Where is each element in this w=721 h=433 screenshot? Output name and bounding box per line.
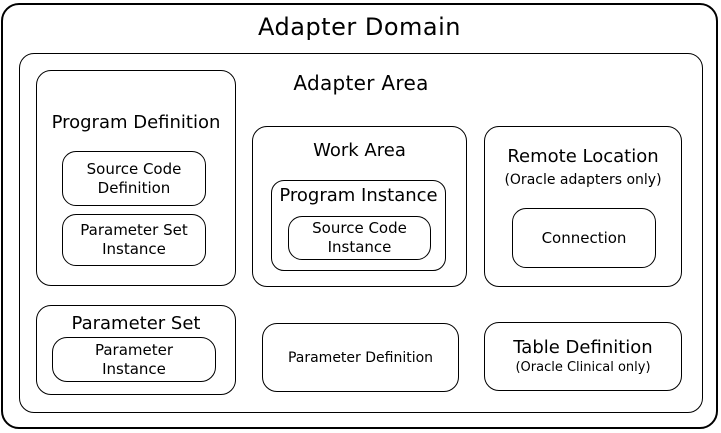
- program-instance-box: Program Instance Source Code Instance: [271, 180, 446, 271]
- source-code-instance-label-line1: Source Code: [312, 219, 407, 237]
- source-code-instance-box: Source Code Instance: [288, 216, 431, 260]
- program-instance-title: Program Instance: [279, 185, 438, 206]
- connection-box: Connection: [512, 208, 656, 268]
- parameter-definition-label: Parameter Definition: [287, 349, 434, 366]
- adapter-area-title: Adapter Area: [293, 71, 429, 95]
- remote-location-title: Remote Location: [507, 146, 659, 167]
- source-code-definition-box: Source Code Definition: [62, 151, 206, 206]
- remote-location-subtitle: (Oracle adapters only): [504, 172, 662, 188]
- program-definition-title: Program Definition: [51, 112, 221, 133]
- parameter-set-instance-label-line2: Instance: [102, 240, 166, 258]
- source-code-instance-label-line2: Instance: [327, 238, 392, 256]
- adapter-area-box: Adapter Area Program Definition Source C…: [19, 53, 703, 413]
- table-definition-box: Table Definition (Oracle Clinical only): [484, 322, 682, 391]
- parameter-definition-box: Parameter Definition: [262, 323, 459, 392]
- parameter-set-instance-label-line1: Parameter Set: [80, 221, 188, 239]
- parameter-instance-box: Parameter Instance: [52, 337, 216, 382]
- parameter-set-title: Parameter Set: [71, 313, 201, 334]
- work-area-box: Work Area Program Instance Source Code I…: [252, 126, 467, 287]
- adapter-domain-title: Adapter Domain: [258, 13, 461, 41]
- work-area-title: Work Area: [313, 140, 406, 161]
- parameter-instance-label-line1: Parameter: [94, 340, 174, 359]
- program-definition-box: Program Definition Source Code Definitio…: [36, 70, 236, 286]
- table-definition-subtitle: (Oracle Clinical only): [515, 360, 651, 375]
- parameter-set-instance-box: Parameter Set Instance: [62, 214, 206, 266]
- connection-label: Connection: [541, 229, 627, 247]
- parameter-instance-label-line2: Instance: [102, 359, 166, 378]
- source-code-definition-label-line2: Definition: [97, 178, 171, 197]
- source-code-definition-label-line1: Source Code: [86, 159, 182, 178]
- adapter-domain-box: Adapter Domain Adapter Area Program Defi…: [1, 3, 718, 429]
- table-definition-title: Table Definition: [513, 337, 653, 358]
- remote-location-box: Remote Location (Oracle adapters only) C…: [484, 126, 682, 287]
- parameter-set-box: Parameter Set Parameter Instance: [36, 305, 236, 395]
